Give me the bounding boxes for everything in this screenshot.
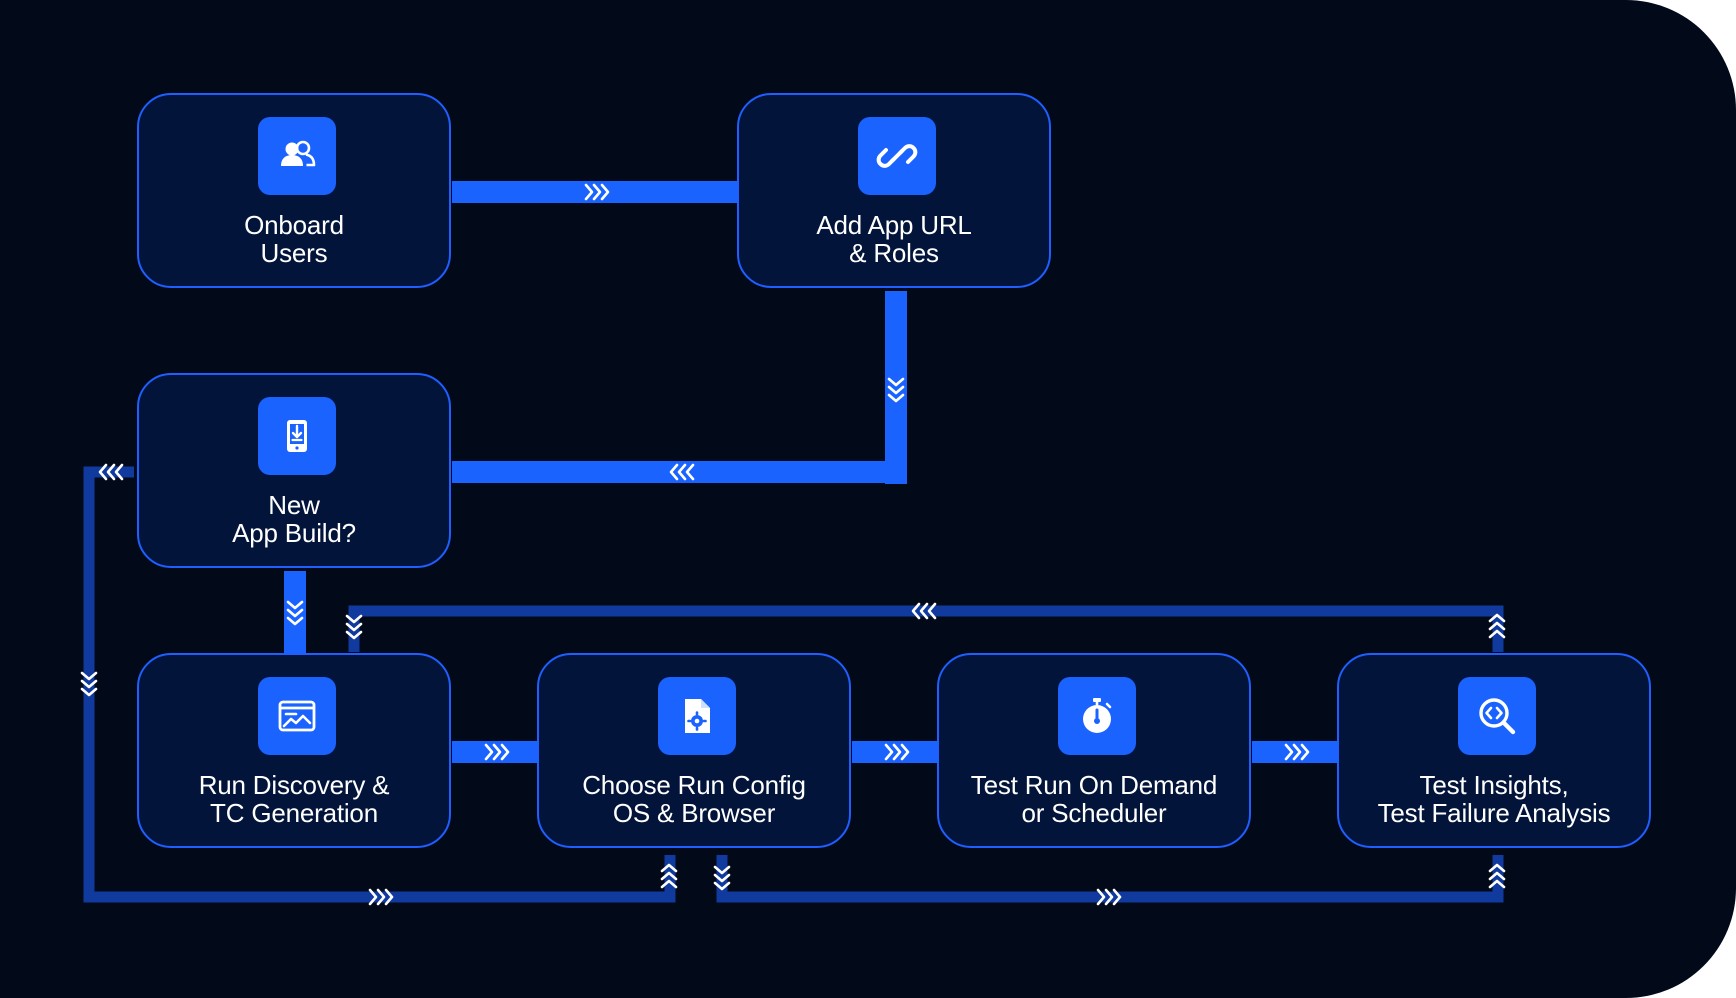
node-label-line: New: [268, 490, 320, 520]
connector-build-to-discovery: [284, 571, 306, 653]
node-label-line: OS & Browser: [612, 798, 776, 828]
node-label-line: App Build?: [232, 518, 356, 548]
connector-discovery-to-config: [452, 741, 538, 763]
node-test-insights: Test Insights, Test Failure Analysis: [1337, 653, 1651, 848]
link-icon: [858, 117, 936, 195]
connector-config-to-testrun: [852, 741, 938, 763]
connector-onboard-to-url: [452, 181, 739, 203]
node-label-line: & Roles: [849, 238, 939, 268]
node-run-discovery: Run Discovery & TC Generation: [137, 653, 451, 848]
node-test-run: Test Run On Demand or Scheduler: [937, 653, 1251, 848]
node-label-line: Test Failure Analysis: [1377, 798, 1611, 828]
file-settings-icon: [658, 677, 736, 755]
node-label-line: Run Discovery &: [198, 770, 390, 800]
users-icon: [258, 117, 336, 195]
node-label-line: TC Generation: [210, 798, 378, 828]
node-label-line: or Scheduler: [1021, 798, 1167, 828]
connector-testrun-to-insights: [1252, 741, 1338, 763]
node-label-line: Onboard: [244, 210, 344, 240]
connector-url-down: [885, 291, 907, 484]
node-add-app-url: Add App URL & Roles: [737, 93, 1051, 288]
node-label-line: Users: [260, 238, 328, 268]
node-run-config: Choose Run Config OS & Browser: [537, 653, 851, 848]
code-search-icon: [1458, 677, 1536, 755]
browser-image-icon: [258, 677, 336, 755]
mobile-download-icon: [258, 397, 336, 475]
node-label-line: Add App URL: [816, 210, 972, 240]
stopwatch-icon: [1058, 677, 1136, 755]
node-onboard-users: Onboard Users: [137, 93, 451, 288]
loop-config-to-insights: [716, 855, 1504, 903]
node-new-app-build: New App Build?: [137, 373, 451, 568]
node-label-line: Choose Run Config: [582, 770, 806, 800]
node-label-line: Test Insights,: [1419, 770, 1569, 800]
node-label-line: Test Run On Demand: [970, 770, 1218, 800]
